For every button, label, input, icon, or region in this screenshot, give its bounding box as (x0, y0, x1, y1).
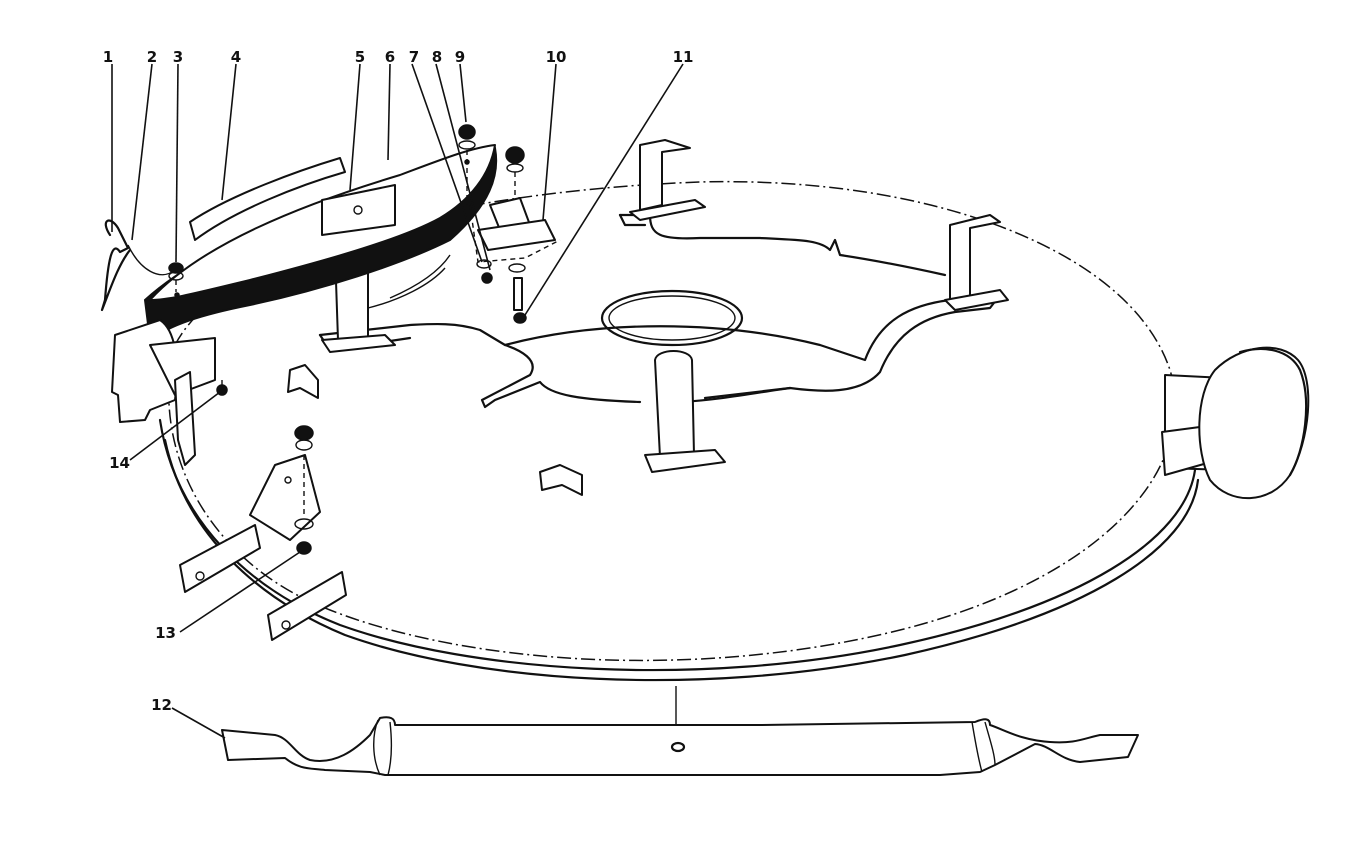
callout-12: 12 (151, 696, 172, 714)
deck-clips (287, 364, 583, 496)
callout-14: 14 (109, 454, 130, 472)
callout-1: 1 (103, 48, 113, 66)
callout-3: 3 (173, 48, 183, 66)
chute-mount-hardware (458, 124, 561, 324)
side-skid-plates (179, 425, 347, 641)
callout-5: 5 (355, 48, 365, 66)
callout-7: 7 (409, 48, 419, 66)
leader-lines (111, 63, 684, 739)
blade (221, 716, 1139, 776)
callout-13: 13 (155, 624, 176, 642)
callout-8: 8 (432, 48, 442, 66)
callout-11: 11 (673, 48, 694, 66)
callout-6: 6 (385, 48, 395, 66)
callout-labels: 1 2 3 4 5 6 7 8 9 10 11 12 13 14 (103, 48, 694, 714)
callout-2: 2 (147, 48, 157, 66)
callout-4: 4 (231, 48, 241, 66)
callout-9: 9 (455, 48, 465, 66)
wheel-assembly (1161, 346, 1310, 500)
callout-10: 10 (546, 48, 567, 66)
hitch-pin-assembly (100, 219, 184, 312)
discharge-chute (111, 144, 498, 466)
